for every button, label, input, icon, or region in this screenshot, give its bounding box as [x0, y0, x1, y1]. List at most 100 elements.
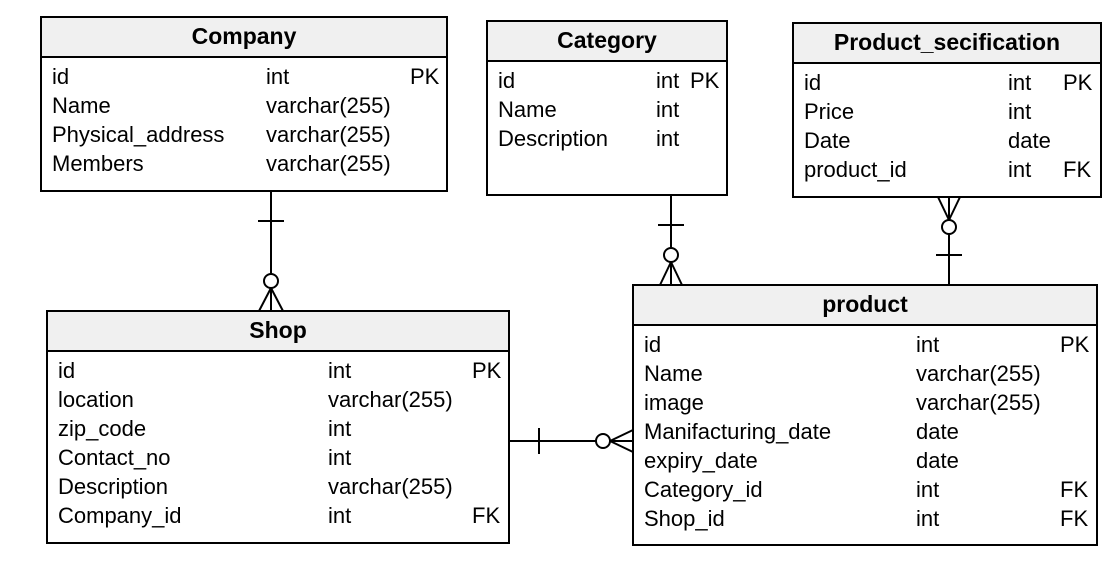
field-row: Description varchar(255) — [48, 472, 508, 501]
field-key: PK — [410, 64, 440, 89]
field-row: Description int — [488, 124, 726, 153]
entity-shop: Shop id int PK location varchar(255) zip… — [46, 310, 510, 544]
field-name: Name — [498, 97, 557, 122]
entity-company: Company id int PK Name varchar(255) Phys… — [40, 16, 448, 192]
field-name: id — [644, 332, 662, 357]
field-type: date — [916, 448, 959, 473]
field-name: Price — [804, 99, 855, 124]
field-row: Contact_no int — [48, 443, 508, 472]
field-type: varchar(255) — [266, 93, 391, 118]
field-name: product_id — [804, 157, 907, 182]
entity-title: product — [634, 286, 1096, 326]
zero-circle-mark — [263, 273, 279, 289]
field-name: id — [804, 70, 822, 95]
field-type: varchar(255) — [328, 387, 453, 412]
relationship-company-shop — [258, 190, 284, 312]
field-row: product_id int FK — [794, 155, 1100, 184]
field-type: int — [328, 416, 352, 441]
field-type: varchar(255) — [916, 361, 1041, 386]
field-name: zip_code — [58, 416, 147, 441]
crows-foot-right — [948, 196, 961, 221]
field-name: location — [58, 387, 134, 412]
crows-foot-top — [609, 429, 634, 442]
field-type: int — [1008, 70, 1032, 95]
field-name: Category_id — [644, 477, 763, 502]
entity-title: Company — [42, 18, 446, 58]
field-name: Manifacturing_date — [644, 419, 832, 444]
crows-foot-right — [670, 261, 683, 286]
field-key: PK — [1063, 70, 1093, 95]
field-key: FK — [1060, 477, 1089, 502]
field-name: id — [58, 358, 76, 383]
field-type: int — [328, 358, 352, 383]
field-row: Company_id int FK — [48, 501, 508, 530]
field-row: expiry_date date — [634, 446, 1096, 475]
field-row: Members varchar(255) — [42, 149, 446, 178]
field-row: Category_id int FK — [634, 475, 1096, 504]
field-type: varchar(255) — [916, 390, 1041, 415]
field-row: Name int — [488, 95, 726, 124]
field-name: Description — [498, 126, 609, 151]
field-row: id int PK — [794, 68, 1100, 97]
field-name: expiry_date — [644, 448, 758, 473]
crows-foot-bottom — [609, 440, 634, 453]
crows-foot-left — [258, 287, 272, 312]
field-key: FK — [1063, 157, 1092, 182]
field-type: int — [916, 332, 940, 357]
relationship-shop-product — [509, 428, 634, 454]
field-type: int — [1008, 157, 1032, 182]
field-name: Shop_id — [644, 506, 725, 531]
field-name: Members — [52, 151, 144, 176]
field-name: Contact_no — [58, 445, 171, 470]
field-row: Price int — [794, 97, 1100, 126]
field-type: int — [916, 506, 940, 531]
field-name: Name — [52, 93, 111, 118]
relationship-product-specification — [936, 196, 962, 285]
zero-circle-mark — [663, 247, 679, 263]
relationship-category-product — [658, 194, 684, 286]
field-type: varchar(255) — [266, 122, 391, 147]
crows-foot-left — [659, 261, 672, 286]
field-row: Shop_id int FK — [634, 504, 1096, 533]
field-row: location varchar(255) — [48, 385, 508, 414]
entity-title: Category — [488, 22, 726, 62]
field-name: image — [644, 390, 704, 415]
crows-foot-right — [270, 287, 284, 312]
entity-category: Category id int PK Name int Description … — [486, 20, 728, 196]
field-key: FK — [472, 503, 501, 528]
field-type: date — [916, 419, 959, 444]
field-row: Physical_address varchar(255) — [42, 120, 446, 149]
field-name: Physical_address — [52, 122, 225, 147]
field-type: int — [656, 68, 680, 93]
field-row: Manifacturing_date date — [634, 417, 1096, 446]
field-row: id int PK — [488, 66, 726, 95]
field-name: Description — [58, 474, 169, 499]
field-type: int — [656, 97, 680, 122]
field-row: id int PK — [48, 356, 508, 385]
field-type: int — [916, 477, 940, 502]
field-type: int — [1008, 99, 1032, 124]
field-name: id — [498, 68, 516, 93]
field-row: Name varchar(255) — [42, 91, 446, 120]
field-type: date — [1008, 128, 1051, 153]
field-type: varchar(255) — [328, 474, 453, 499]
field-type: int — [328, 503, 352, 528]
entity-title: Product_secification — [794, 24, 1100, 64]
zero-circle-mark — [941, 219, 957, 235]
field-type: int — [266, 64, 290, 89]
field-type: int — [328, 445, 352, 470]
entity-product-secification: Product_secification id int PK Price int… — [792, 22, 1102, 198]
field-name: id — [52, 64, 70, 89]
field-row: id int PK — [634, 330, 1096, 359]
field-key: PK — [1060, 332, 1090, 357]
crows-foot-left — [937, 196, 950, 221]
field-name: Name — [644, 361, 703, 386]
field-row: Date date — [794, 126, 1100, 155]
field-row: image varchar(255) — [634, 388, 1096, 417]
zero-circle-mark — [595, 433, 611, 449]
field-key: PK — [690, 68, 720, 93]
field-key: FK — [1060, 506, 1089, 531]
field-key: PK — [472, 358, 502, 383]
field-type: varchar(255) — [266, 151, 391, 176]
